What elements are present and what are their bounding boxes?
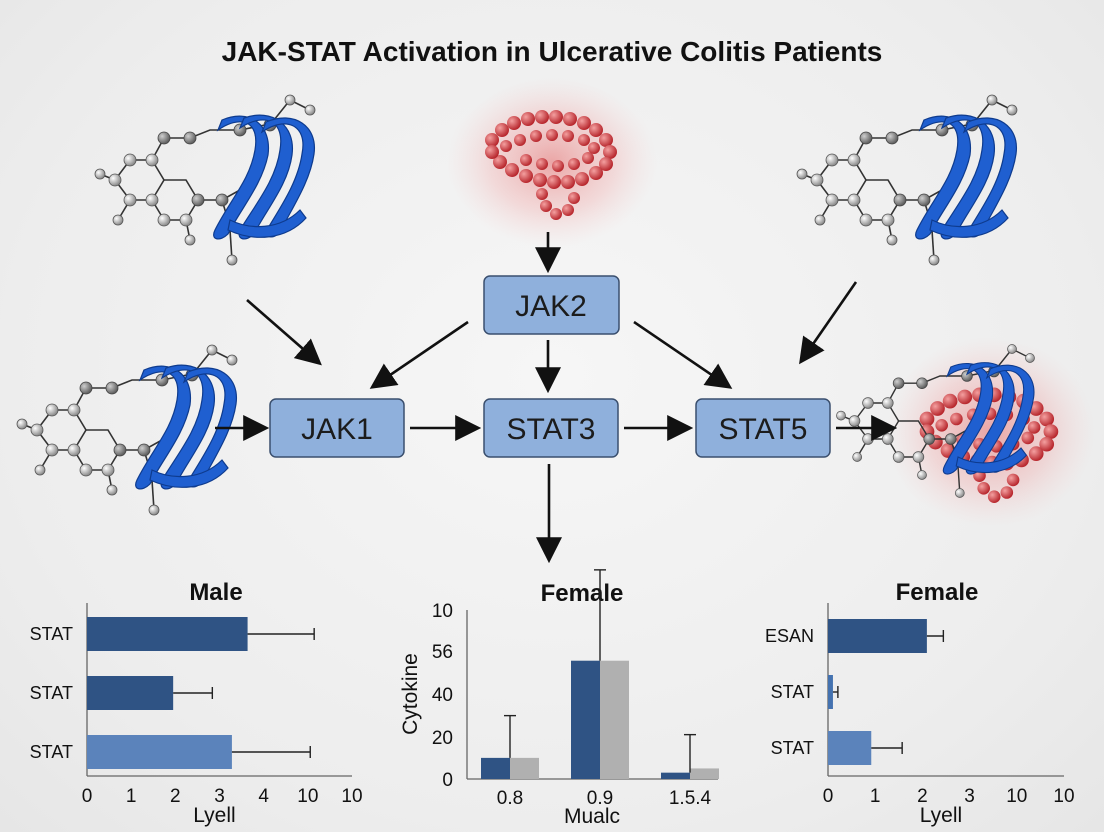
bar xyxy=(87,676,174,710)
bar xyxy=(571,660,600,779)
bar xyxy=(661,772,690,779)
chart-title: Male xyxy=(189,579,242,606)
y-tick-label: 40 xyxy=(432,685,453,706)
x-tick-label: 10 xyxy=(297,786,318,807)
y-tick-label: 10 xyxy=(432,601,453,622)
chart-title: Female xyxy=(541,580,624,607)
x-tick-label: 1 xyxy=(870,786,881,807)
node-stat3: STAT3 xyxy=(483,398,619,458)
activated-complex-icon xyxy=(835,337,1095,527)
drug-protein-complex-icon xyxy=(16,344,238,516)
x-tick-label: 3 xyxy=(964,786,975,807)
x-tick-label: 0 xyxy=(823,786,834,807)
x-tick-label: 10 xyxy=(1053,786,1074,807)
bar xyxy=(87,735,232,769)
category-label: STAT xyxy=(30,624,73,644)
category-label: STAT xyxy=(30,683,73,703)
y-tick-label: 0 xyxy=(442,770,453,791)
x-tick-label: 0.8 xyxy=(497,788,523,809)
bar xyxy=(690,768,719,779)
x-tick-label: 1 xyxy=(126,786,137,807)
bar xyxy=(600,660,629,779)
node-jak2-label: JAK2 xyxy=(515,290,587,323)
category-label: STAT xyxy=(771,738,814,758)
y-axis-label: Cytokine xyxy=(399,653,422,735)
x-tick-label: 10 xyxy=(1006,786,1027,807)
category-label: STAT xyxy=(771,682,814,702)
category-label: STAT xyxy=(30,742,73,762)
x-tick-label: 2 xyxy=(170,786,181,807)
figure-title: JAK-STAT Activation in Ulcerative Coliti… xyxy=(221,36,883,67)
drug-protein-complex-icon xyxy=(94,94,316,266)
cytokine-coil-icon xyxy=(447,77,657,247)
x-tick-label: 2 xyxy=(917,786,928,807)
bar xyxy=(828,731,872,765)
bar xyxy=(828,619,927,653)
node-jak1: JAK1 xyxy=(269,398,405,458)
x-tick-label: 3 xyxy=(214,786,225,807)
x-axis-label: Mualc xyxy=(564,805,620,828)
chart-title: Female xyxy=(896,579,979,606)
x-tick-label: 1.5.4 xyxy=(669,788,712,809)
node-stat3-label: STAT3 xyxy=(507,413,596,446)
node-stat5-label: STAT5 xyxy=(719,413,808,446)
x-tick-label: 10 xyxy=(341,786,362,807)
x-tick-label: 0 xyxy=(82,786,93,807)
bar xyxy=(481,757,510,779)
pathway-arrows xyxy=(215,232,898,564)
x-axis-label: Lyell xyxy=(193,804,235,827)
drug-protein-complex-icon xyxy=(796,94,1018,266)
x-tick-label: 0.9 xyxy=(587,788,613,809)
y-tick-label: 56 xyxy=(432,642,453,663)
bar xyxy=(87,617,248,651)
node-jak1-label: JAK1 xyxy=(301,413,373,446)
x-tick-label: 4 xyxy=(258,786,269,807)
bar xyxy=(510,757,539,779)
bar xyxy=(828,675,833,709)
category-label: ESAN xyxy=(765,626,814,646)
y-tick-label: 20 xyxy=(432,728,453,749)
node-jak2: JAK2 xyxy=(483,275,620,335)
node-stat5: STAT5 xyxy=(695,398,831,458)
x-axis-label: Lyell xyxy=(920,804,962,827)
